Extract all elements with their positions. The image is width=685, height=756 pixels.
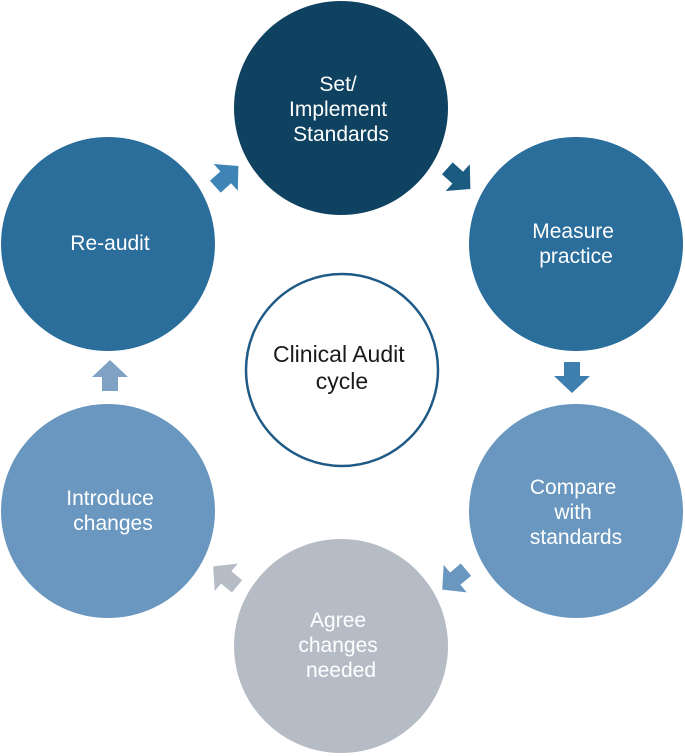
node-circle bbox=[234, 539, 448, 753]
node-measure-practice: Measure practice bbox=[469, 137, 683, 351]
node-label-line: Implement bbox=[289, 98, 387, 121]
node-label-line: with bbox=[553, 501, 591, 524]
node-label-line: Compare bbox=[530, 476, 616, 499]
node-label-line: Agree bbox=[310, 609, 366, 632]
cycle-arrows bbox=[92, 162, 590, 593]
node-circle bbox=[469, 404, 683, 618]
center-label-line: cycle bbox=[316, 368, 368, 394]
node-circle bbox=[1, 137, 215, 351]
node-label-line: practice bbox=[539, 245, 613, 268]
node-re-audit: Re-audit bbox=[1, 137, 215, 351]
node-label-line: Measure bbox=[532, 220, 614, 243]
node-label-line: Standards bbox=[293, 123, 389, 146]
node-circle bbox=[1, 404, 215, 618]
node-introduce-changes: Introduce changes bbox=[1, 404, 215, 618]
node-compare-with-standards: Compare with standards bbox=[469, 404, 683, 618]
node-label: Set/ Implement Standards bbox=[289, 73, 393, 146]
arrow-agree-to-introduce bbox=[213, 563, 243, 593]
arrow-reaudit-to-set bbox=[209, 163, 239, 193]
node-label-line: changes bbox=[298, 634, 377, 657]
node-label-line: Set/ bbox=[319, 73, 357, 96]
node-label-line: standards bbox=[530, 526, 622, 549]
node-circle bbox=[234, 1, 448, 215]
node-label-line: Introduce bbox=[66, 487, 154, 510]
node-label: Introduce changes bbox=[66, 487, 159, 535]
node-agree-changes-needed: Agree changes needed bbox=[234, 539, 448, 753]
center-circle bbox=[244, 272, 440, 468]
center-label: Clinical Audit cycle bbox=[273, 341, 411, 394]
node-circle bbox=[469, 137, 683, 351]
arrow-set-to-measure bbox=[441, 162, 471, 192]
node-label: Measure practice bbox=[532, 220, 620, 268]
arrow-measure-to-compare bbox=[554, 362, 590, 393]
node-label-line: Re-audit bbox=[70, 232, 150, 255]
center-node: Clinical Audit cycle bbox=[244, 272, 440, 468]
node-label: Re-audit bbox=[70, 232, 150, 255]
arrow-introduce-to-reaudit bbox=[92, 360, 128, 391]
node-label-line: needed bbox=[306, 659, 376, 682]
node-set-implement-standards: Set/ Implement Standards bbox=[234, 1, 448, 215]
node-label-line: changes bbox=[73, 512, 152, 535]
node-label: Agree changes needed bbox=[298, 609, 383, 682]
arrow-compare-to-agree bbox=[442, 563, 472, 593]
node-label: Compare with standards bbox=[530, 476, 622, 549]
center-label-line: Clinical Audit bbox=[273, 341, 405, 367]
